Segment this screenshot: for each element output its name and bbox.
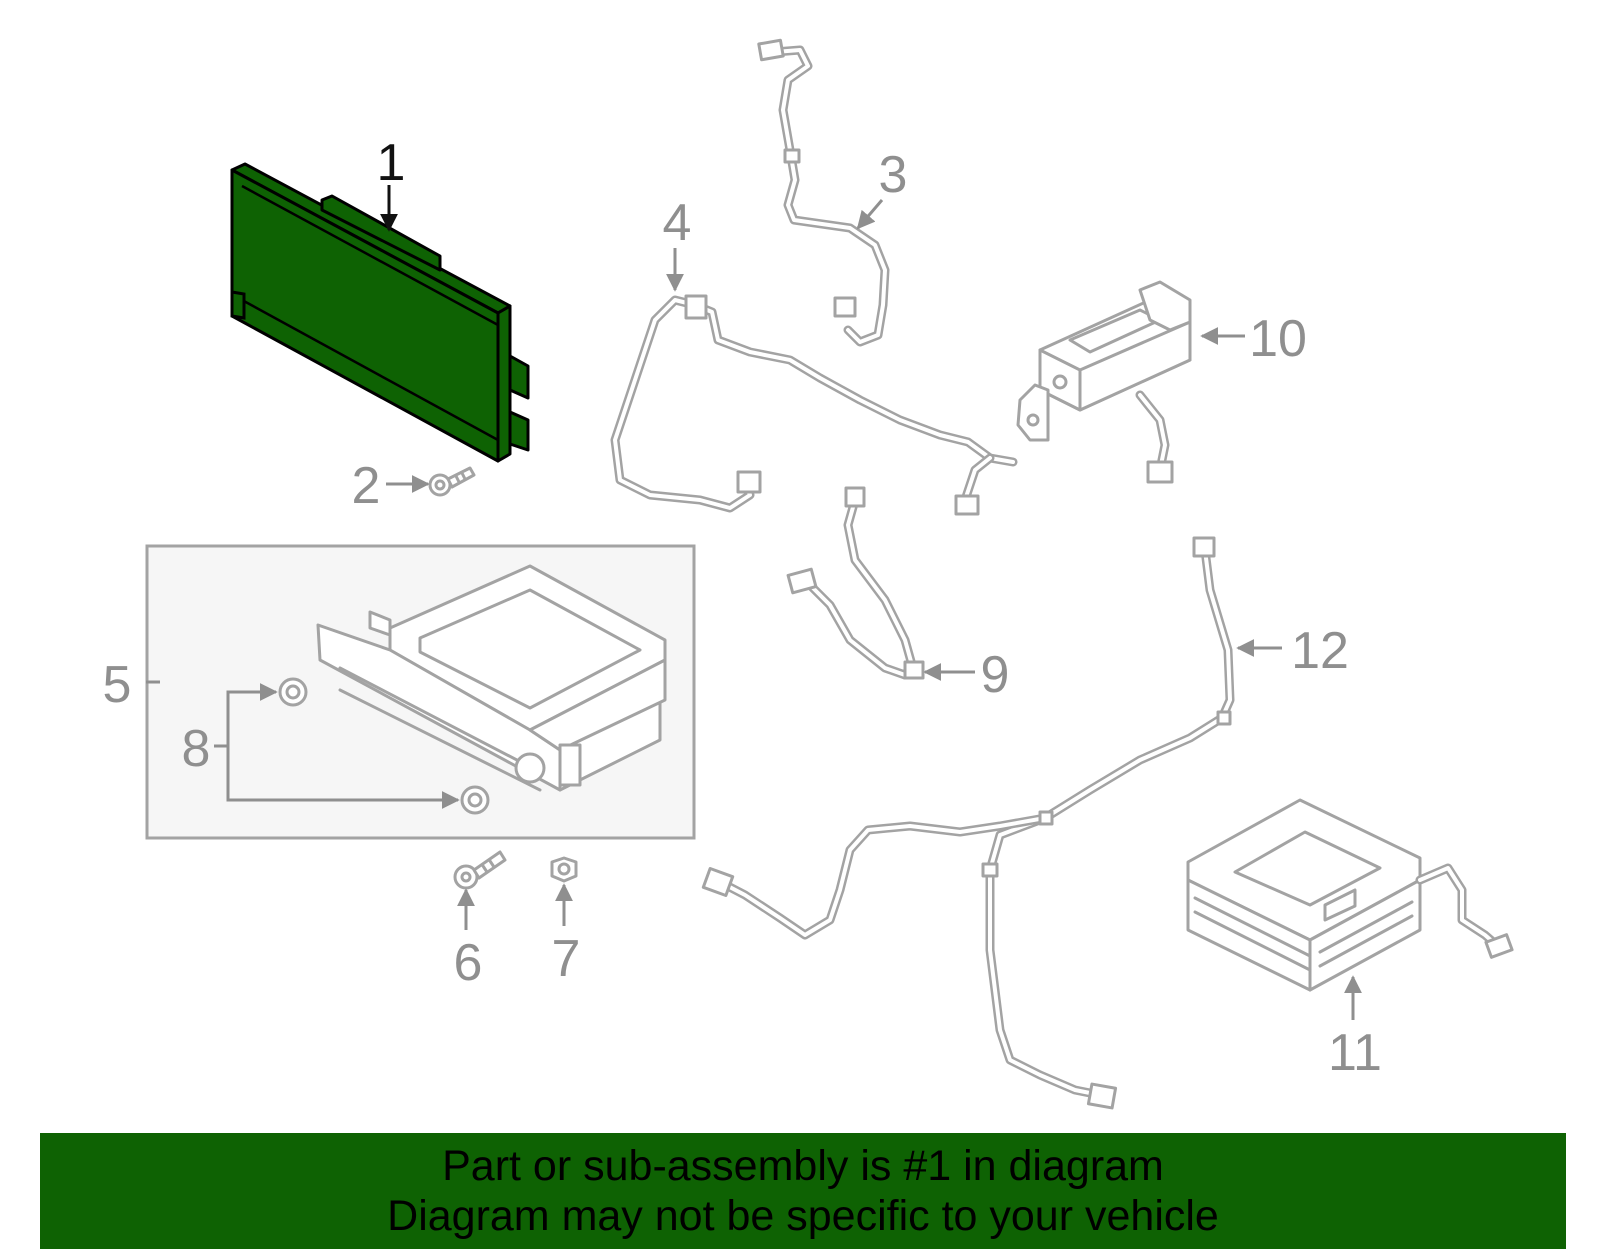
banner-line-1: Part or sub-assembly is #1 in diagram bbox=[442, 1142, 1164, 1190]
callout-12: 12 bbox=[1291, 622, 1349, 680]
part-3-harness[interactable] bbox=[757, 38, 890, 347]
callout-1: 1 bbox=[377, 134, 406, 192]
part-10-bracket[interactable] bbox=[1016, 280, 1192, 484]
part-4-harness[interactable] bbox=[610, 294, 1018, 516]
banner-line-2: Diagram may not be specific to your vehi… bbox=[387, 1192, 1219, 1240]
part-2-screw[interactable] bbox=[428, 466, 476, 497]
part-9-harness[interactable] bbox=[786, 486, 925, 680]
callout-4: 4 bbox=[663, 194, 692, 252]
part-8-nut-lower[interactable] bbox=[460, 785, 490, 815]
part-1-module[interactable] bbox=[230, 162, 530, 463]
callout-5: 5 bbox=[103, 656, 132, 714]
callout-9: 9 bbox=[981, 646, 1010, 704]
leader-8-upper bbox=[214, 683, 278, 748]
callout-6: 6 bbox=[454, 934, 483, 992]
leader-8-lower bbox=[226, 746, 460, 809]
callout-8: 8 bbox=[182, 720, 211, 778]
part-7-nut[interactable] bbox=[550, 856, 578, 883]
leader-3 bbox=[856, 199, 884, 230]
part-11-receiver[interactable] bbox=[1186, 798, 1514, 992]
callout-2: 2 bbox=[352, 457, 381, 515]
info-banner: Part or sub-assembly is #1 in diagram Di… bbox=[40, 1133, 1566, 1249]
callout-10: 10 bbox=[1249, 310, 1307, 368]
callout-7: 7 bbox=[552, 930, 581, 988]
callout-11: 11 bbox=[1328, 1024, 1382, 1082]
callout-3: 3 bbox=[879, 146, 908, 204]
part-5-control-unit[interactable] bbox=[316, 564, 667, 792]
part-6-bolt[interactable] bbox=[453, 850, 507, 890]
part-12-harness[interactable] bbox=[701, 536, 1235, 1110]
part-8-nut-upper[interactable] bbox=[278, 677, 308, 707]
